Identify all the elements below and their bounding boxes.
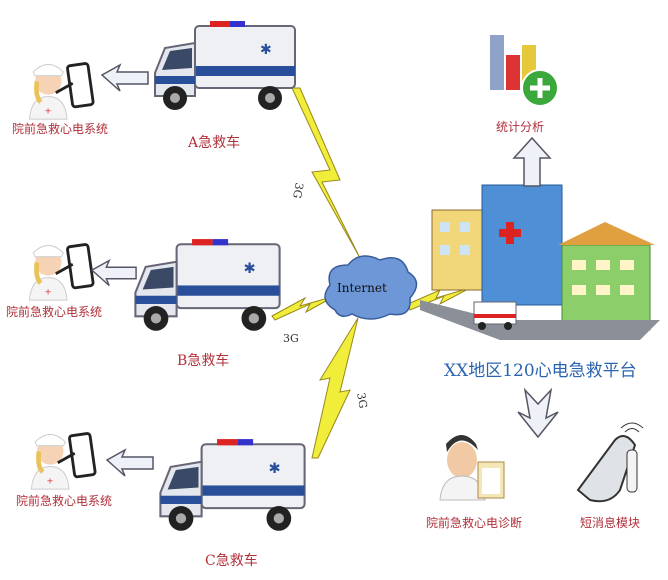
link-c-label: 3G (354, 391, 370, 410)
statistics-chart-icon (490, 35, 559, 107)
link-a-label: 3G (290, 181, 306, 200)
link-b-label: 3G (283, 332, 299, 345)
arrow-down-icon (517, 387, 559, 439)
diagnosis-label: 院前急救心电诊断 (426, 516, 523, 530)
arrow-up-icon (512, 136, 552, 187)
lightning-bolt-a (291, 87, 361, 259)
cloud-label: Internet (337, 281, 387, 295)
lightning-bolt-b (271, 295, 336, 321)
nurse-terminal-c-icon (31, 433, 95, 489)
ambulance-a-icon (154, 20, 296, 111)
ambulance-b-label: B急救车 (177, 353, 230, 369)
ambulance-c-label: C急救车 (205, 553, 258, 569)
internet-cloud-icon (324, 255, 418, 320)
stats-label: 统计分析 (496, 120, 545, 134)
arrow-left-b-icon (91, 259, 137, 287)
lightning-bolt-c (311, 317, 359, 459)
terminal-b-label: 院前急救心电系统 (6, 305, 103, 319)
arrow-left-a-icon (101, 64, 149, 92)
nurse-terminal-b-icon (29, 244, 93, 300)
hospital-building-icon (420, 184, 660, 340)
terminal-c-label: 院前急救心电系统 (16, 494, 113, 508)
doctor-diagnosis-icon (439, 435, 505, 501)
small-ambulance-icon (473, 301, 517, 330)
terminal-a-label: 院前急救心电系统 (12, 122, 109, 136)
ambulance-b-icon (134, 238, 281, 332)
lightning-bolt-platform (407, 287, 471, 311)
nurse-terminal-a-icon (29, 63, 93, 119)
ambulance-c-icon (159, 438, 306, 532)
arrow-left-c-icon (106, 449, 154, 477)
ambulance-a-label: A急救车 (188, 135, 241, 151)
sms-label: 短消息模块 (580, 516, 641, 530)
mobile-phone-icon (576, 422, 644, 503)
platform-title: XX地区120心电急救平台 (444, 361, 637, 381)
